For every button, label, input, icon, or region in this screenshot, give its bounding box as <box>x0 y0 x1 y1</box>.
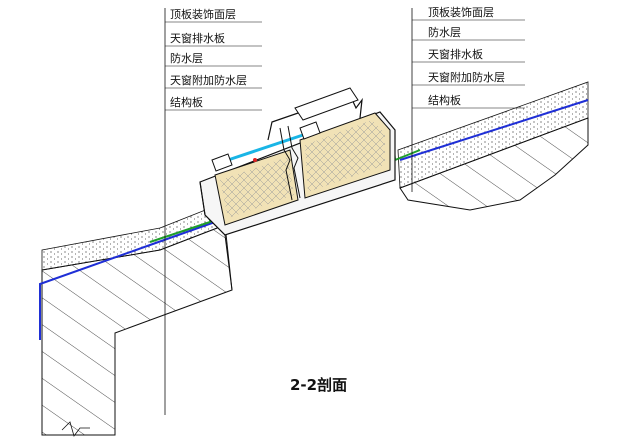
left-waterproof-line <box>39 221 216 340</box>
right-label-1: 防水层 <box>428 25 461 39</box>
left-label-1: 天窗排水板 <box>170 31 225 45</box>
skylight-drain-board <box>227 130 313 162</box>
right-label-4: 结构板 <box>428 93 461 107</box>
left-label-4: 结构板 <box>170 95 203 109</box>
sealant-mark <box>253 158 257 162</box>
left-label-0: 顶板装饰面层 <box>170 7 236 21</box>
right-finish-layer <box>397 81 589 189</box>
skylight-clip-right <box>299 121 321 140</box>
skylight-clip-left <box>211 153 233 172</box>
right-labels: 顶板装饰面层 防水层 天窗排水板 天窗附加防水层 结构板 <box>412 5 525 109</box>
right-structural-slab <box>399 117 589 211</box>
left-label-2: 防水层 <box>170 51 203 65</box>
sill-flashing <box>199 181 233 291</box>
right-label-2: 天窗排水板 <box>428 47 483 61</box>
right-waterproof-line <box>399 99 589 161</box>
right-label-0: 顶板装饰面层 <box>428 5 494 19</box>
left-label-3: 天窗附加防水层 <box>170 73 247 87</box>
skylight-top-cap <box>294 87 359 121</box>
insulation-hatch-lower <box>220 157 294 218</box>
break-line <box>279 127 293 201</box>
right-label-3: 天窗附加防水层 <box>428 70 505 84</box>
bottom-break-mark <box>61 421 90 437</box>
break-line-2 <box>287 125 301 199</box>
left-labels: 顶板装饰面层 天窗排水板 防水层 天窗附加防水层 结构板 <box>165 7 262 111</box>
section-title: 2-2剖面 <box>290 376 347 394</box>
insulation-hatch-upper <box>305 120 385 192</box>
